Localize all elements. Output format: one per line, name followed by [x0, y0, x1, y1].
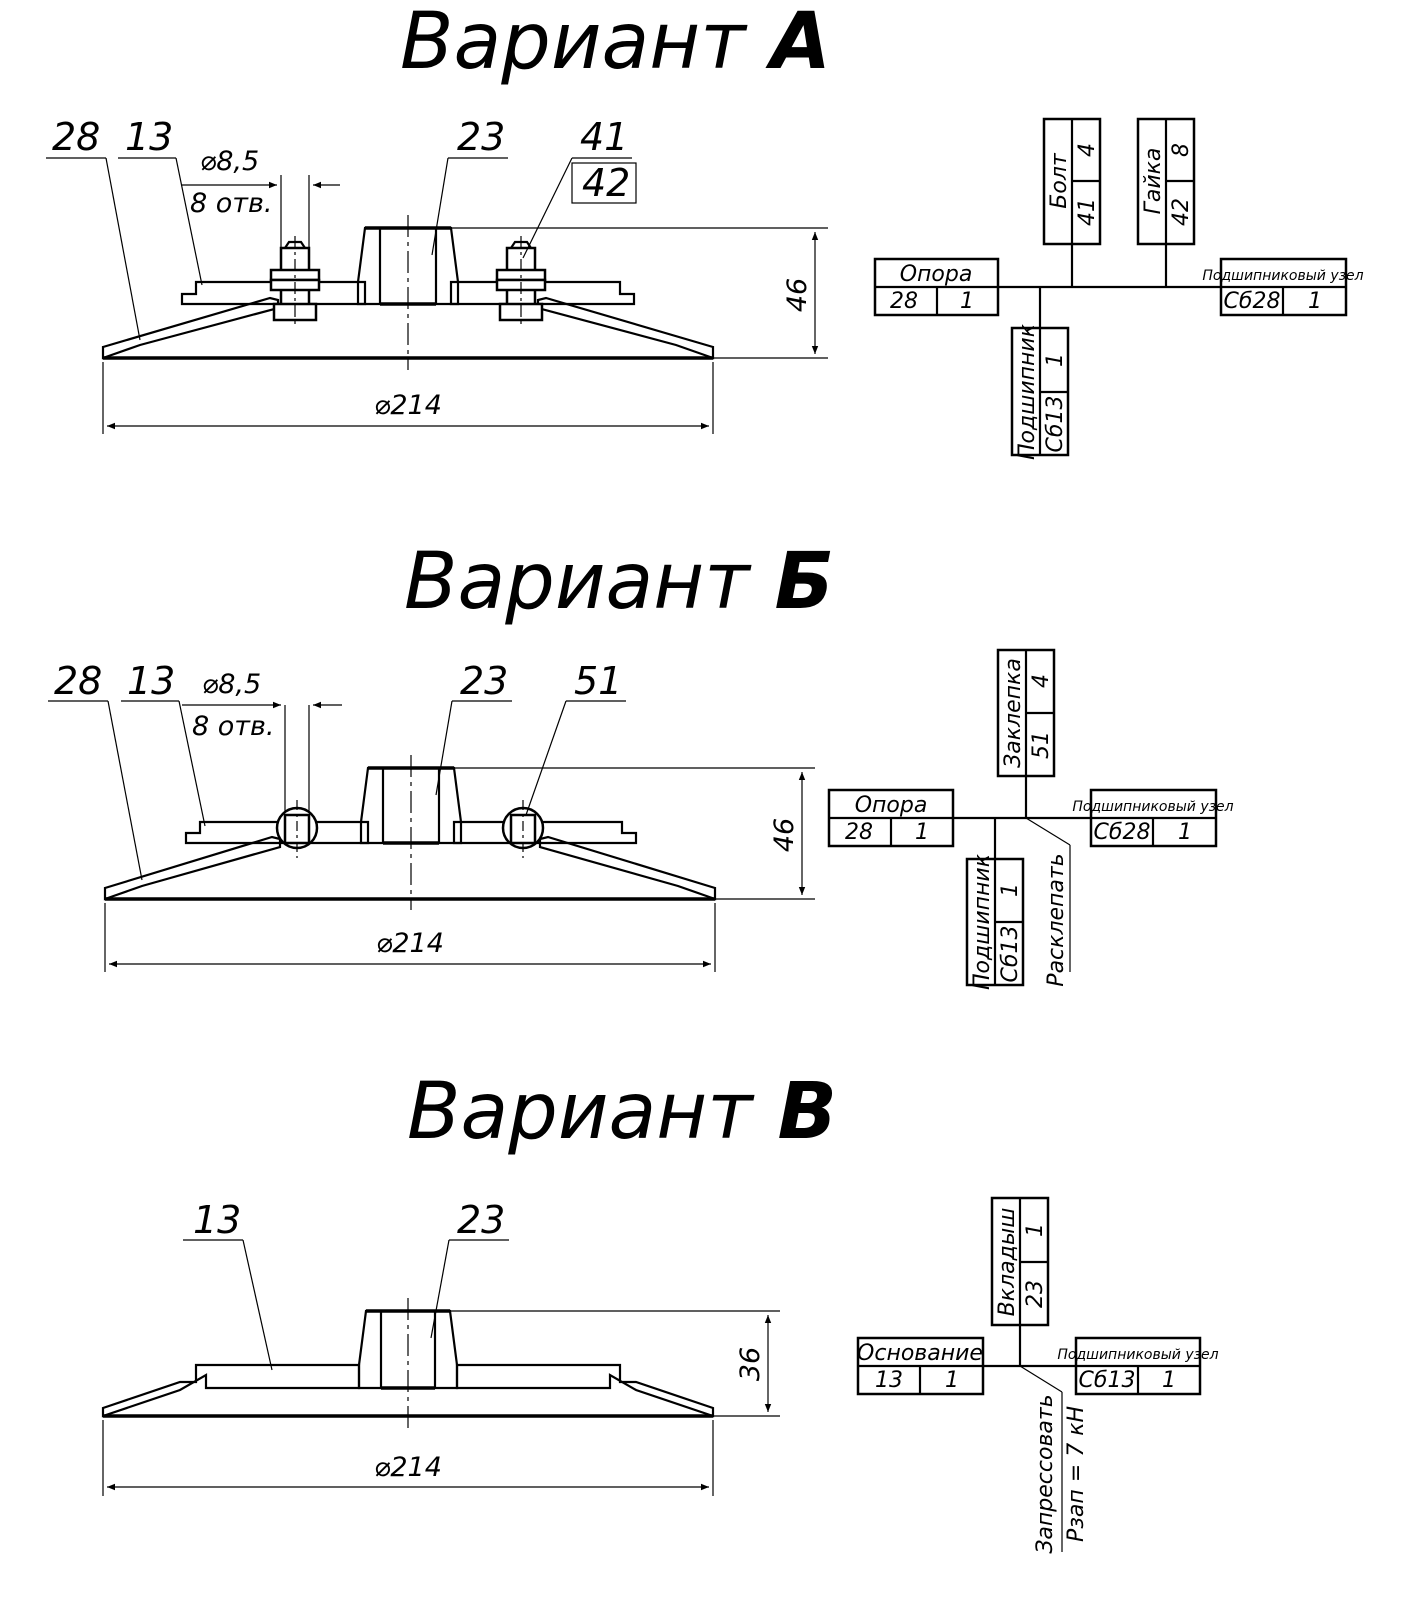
callout-13: 13: [193, 1198, 241, 1242]
variant-v: Вариант В 36 ⌀214 13: [101, 1067, 1219, 1554]
schema-v-force: Pзап = 7 кН: [1064, 1406, 1089, 1542]
hub-left: [359, 766, 385, 845]
flange-right: [449, 280, 636, 306]
svg-text:4: 4: [1029, 674, 1054, 688]
svg-text:4: 4: [1075, 143, 1100, 157]
callout-42: 42: [582, 161, 630, 205]
svg-text:13: 13: [875, 1368, 903, 1393]
rivet-left: [275, 800, 319, 858]
height-dim-label: 46: [782, 278, 813, 312]
callout-28: 28: [52, 115, 100, 159]
svg-text:8: 8: [1169, 143, 1194, 157]
diameter-dim-label: ⌀214: [374, 1452, 442, 1483]
variant-v-title: Вариант В: [407, 1067, 837, 1157]
svg-text:Сб13: Сб13: [998, 926, 1023, 983]
svg-text:1: 1: [1023, 1223, 1048, 1237]
diameter-dim-label: ⌀214: [376, 928, 444, 959]
svg-text:Основание: Основание: [857, 1341, 983, 1366]
svg-text:41: 41: [1075, 198, 1100, 226]
support-right-wall: [538, 835, 717, 901]
svg-text:Подшипник: Подшипник: [970, 853, 995, 990]
svg-text:Сб13: Сб13: [1043, 396, 1068, 453]
variant-b-schema: Расклепать Опора 28 1 Подшипниковый узел…: [827, 648, 1234, 990]
bolt-right: [495, 236, 547, 324]
rivet-right: [501, 800, 545, 858]
support-left-wall: [101, 296, 280, 360]
svg-text:1: 1: [1043, 353, 1068, 367]
svg-text:1: 1: [1178, 820, 1192, 845]
svg-text:28: 28: [845, 820, 873, 845]
callout-41: 41: [580, 115, 628, 159]
height-dim-label: 46: [769, 818, 800, 852]
hole-count-label: 8 отв.: [192, 711, 275, 742]
base-right: [455, 1363, 715, 1418]
callout-13: 13: [125, 115, 173, 159]
svg-text:Сб28: Сб28: [1224, 289, 1281, 314]
hole-diameter-label: ⌀8,5: [200, 146, 259, 177]
callout-13: 13: [127, 659, 175, 703]
svg-text:1: 1: [960, 289, 974, 314]
svg-text:Подшипник: Подшипник: [1015, 323, 1040, 460]
support-right-wall: [536, 296, 715, 360]
svg-text:Подшипниковый узел: Подшипниковый узел: [1202, 268, 1363, 284]
variant-a-section: 46 ⌀214 ⌀8,5 8 отв. 28 13 23: [46, 115, 828, 434]
svg-text:Заклепка: Заклепка: [1001, 658, 1026, 768]
height-dim-label: 36: [735, 1347, 766, 1381]
svg-text:Опора: Опора: [855, 793, 928, 818]
svg-text:Подшипниковый узел: Подшипниковый узел: [1057, 1347, 1218, 1363]
hub-left: [357, 1309, 383, 1390]
svg-text:Вкладыш: Вкладыш: [995, 1208, 1020, 1317]
flange-left: [184, 820, 370, 845]
callout-28: 28: [54, 659, 102, 703]
base-left: [101, 1363, 361, 1418]
bolt-left: [269, 236, 321, 324]
svg-text:1: 1: [945, 1368, 959, 1393]
hub-right: [437, 766, 463, 845]
flange-right: [452, 820, 638, 845]
variant-v-schema: Запрессовать Pзап = 7 кН Основание 13 1 …: [856, 1196, 1219, 1554]
variant-a-schema: Опора 28 1 Подшипниковый узел Сб28 1 Бол…: [873, 117, 1364, 460]
hub-right: [434, 226, 460, 306]
svg-text:51: 51: [1029, 731, 1054, 759]
hub-right: [433, 1309, 459, 1390]
svg-text:Болт: Болт: [1047, 152, 1072, 209]
callout-51: 51: [574, 659, 622, 703]
svg-text:1: 1: [1308, 289, 1322, 314]
variant-a-title: Вариант А: [400, 0, 831, 87]
variant-v-section: 36 ⌀214 13 23: [101, 1198, 780, 1496]
svg-text:42: 42: [1169, 198, 1194, 226]
svg-text:Опора: Опора: [900, 262, 973, 287]
variant-b-title: Вариант Б: [404, 537, 834, 627]
svg-text:Гайка: Гайка: [1141, 148, 1166, 215]
svg-text:1: 1: [915, 820, 929, 845]
hub-left: [356, 226, 382, 306]
svg-text:1: 1: [998, 883, 1023, 897]
svg-text:23: 23: [1023, 1280, 1048, 1308]
schema-b-operation: Расклепать: [1044, 853, 1069, 986]
diameter-dim-label: ⌀214: [374, 390, 442, 421]
svg-text:1: 1: [1162, 1368, 1176, 1393]
svg-text:28: 28: [890, 289, 918, 314]
hole-diameter-label: ⌀8,5: [202, 669, 261, 700]
callout-23: 23: [457, 1198, 505, 1242]
svg-text:Сб13: Сб13: [1079, 1368, 1136, 1393]
variant-a: Вариант А: [46, 0, 1364, 460]
support-left-wall: [103, 835, 282, 901]
callout-23: 23: [457, 115, 505, 159]
hole-count-label: 8 отв.: [190, 188, 273, 219]
variant-b: Вариант Б: [48, 537, 1234, 990]
svg-text:Подшипниковый узел: Подшипниковый узел: [1072, 799, 1233, 815]
schema-v-operation: Запрессовать: [1033, 1394, 1058, 1553]
callout-23: 23: [460, 659, 508, 703]
flange-left: [180, 280, 367, 306]
svg-text:Сб28: Сб28: [1094, 820, 1151, 845]
variant-b-section: 46 ⌀214 ⌀8,5 8 отв. 28 13 23: [48, 659, 815, 972]
